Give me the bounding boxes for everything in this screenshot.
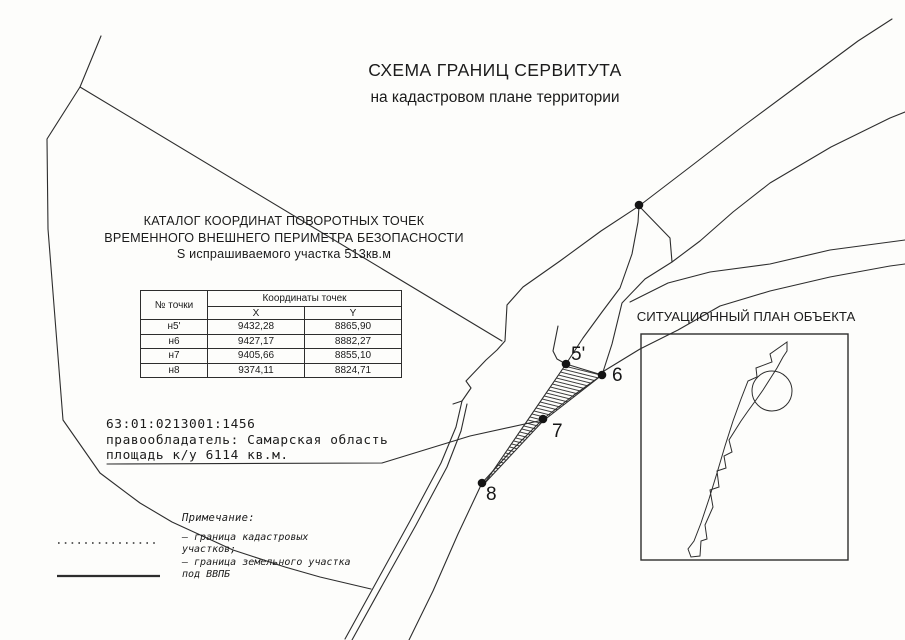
page-title: СХЕМА ГРАНИЦ СЕРВИТУТА на кадастровом пл… <box>300 60 690 107</box>
double-line-strip-a <box>344 400 463 640</box>
cell-x: 9374,11 <box>207 362 305 378</box>
catalog-line2: ВРЕМЕННОГО ВНЕШНЕГО ПЕРИМЕТРА БЕЗОПАСНОС… <box>104 230 464 245</box>
table-header-coords: Координаты точек <box>207 290 402 307</box>
coordinates-table: № точки Координаты точек X Y н5' 9432,28… <box>140 290 402 378</box>
road-band-upper <box>629 239 905 303</box>
cell-y: 8865,90 <box>304 319 402 335</box>
situational-highlight-circle <box>751 370 793 412</box>
parcel-info: 63:01:0213001:1456 правообладатель: Сама… <box>106 417 388 464</box>
catalog-line1: КАТАЛОГ КООРДИНАТ ПОВОРОТНЫХ ТОЧЕК <box>143 214 425 228</box>
legend-item1-line2: участков; <box>182 544 237 555</box>
node-marker-top <box>634 200 644 210</box>
cell-x: 9405,66 <box>207 348 305 364</box>
road-band-lower <box>603 263 905 372</box>
situational-plan-label: СИТУАЦИОННЫЙ ПЛАН ОБЪЕКТА <box>636 309 856 324</box>
table-row: н7 9405,66 8855,10 <box>140 348 402 364</box>
point-marker-6 <box>597 370 607 380</box>
servitude-wedge <box>483 363 603 485</box>
point-label-7: 7 <box>552 421 563 442</box>
situational-plan-box <box>640 333 849 561</box>
parcel-boundary-leader <box>106 419 544 465</box>
point-label-8: 8 <box>486 484 497 505</box>
cell-x: 9432,28 <box>207 319 305 335</box>
legend-item-cadastral: – граница кадастровых участков; <box>182 532 352 556</box>
point-marker-7 <box>538 414 548 424</box>
cell-point: н5' <box>140 319 208 335</box>
cell-y: 8882,27 <box>304 333 402 349</box>
cadastral-boundary-left <box>46 35 372 590</box>
point-label-5: 5' <box>571 344 585 365</box>
legend-item-vvpb: – граница земельного участка под ВВПБ <box>182 557 372 581</box>
servitude-end-cap <box>638 205 673 263</box>
cell-x: 9427,17 <box>207 333 305 349</box>
situational-parcel-strip <box>687 341 788 558</box>
legend-item2-line2: под ВВПБ <box>182 569 231 580</box>
cell-y: 8855,10 <box>304 348 402 364</box>
title-line2: на кадастровом плане территории <box>370 89 620 106</box>
table-row: н6 9427,17 8882,27 <box>140 333 402 349</box>
legend-item1-line1: – граница кадастровых <box>182 532 309 543</box>
table-row: н8 9374,11 8824,71 <box>140 362 402 378</box>
title-line1: СХЕМА ГРАНИЦ СЕРВИТУТА <box>368 60 622 80</box>
table-header-x: X <box>207 306 305 320</box>
point-marker-5 <box>561 359 571 369</box>
boundary-spur <box>552 325 567 365</box>
shore-line-right <box>408 111 905 640</box>
table-header-point: № точки <box>140 290 208 320</box>
cell-point: н7 <box>140 348 208 364</box>
cell-point: н6 <box>140 333 208 349</box>
point-marker-8 <box>477 478 487 488</box>
legend-heading: Примечание: <box>182 512 255 524</box>
double-line-strip-jog <box>452 400 463 405</box>
servitude-boundary-up <box>565 205 640 365</box>
table-header-y: Y <box>304 306 402 320</box>
parcel-cadastral-number: 63:01:0213001:1456 <box>106 417 256 432</box>
cell-point: н8 <box>140 362 208 378</box>
catalog-line3: S испрашиваемого участка 513кв.м <box>176 247 392 261</box>
table-row: н5' 9432,28 8865,90 <box>140 319 402 335</box>
parcel-area: площадь к/у 6114 кв.м. <box>106 448 289 463</box>
shore-line-left <box>461 18 893 402</box>
cell-y: 8824,71 <box>304 362 402 378</box>
cadastral-boundary-diagonal <box>79 86 503 342</box>
double-line-strip-b <box>351 403 468 640</box>
legend-item2-line1: – граница земельного участка <box>182 557 351 568</box>
point-label-6: 6 <box>612 365 623 386</box>
parcel-owner: правообладатель: Самарская область <box>106 432 389 448</box>
catalog-heading: КАТАЛОГ КООРДИНАТ ПОВОРОТНЫХ ТОЧЕК ВРЕМЕ… <box>86 213 482 263</box>
